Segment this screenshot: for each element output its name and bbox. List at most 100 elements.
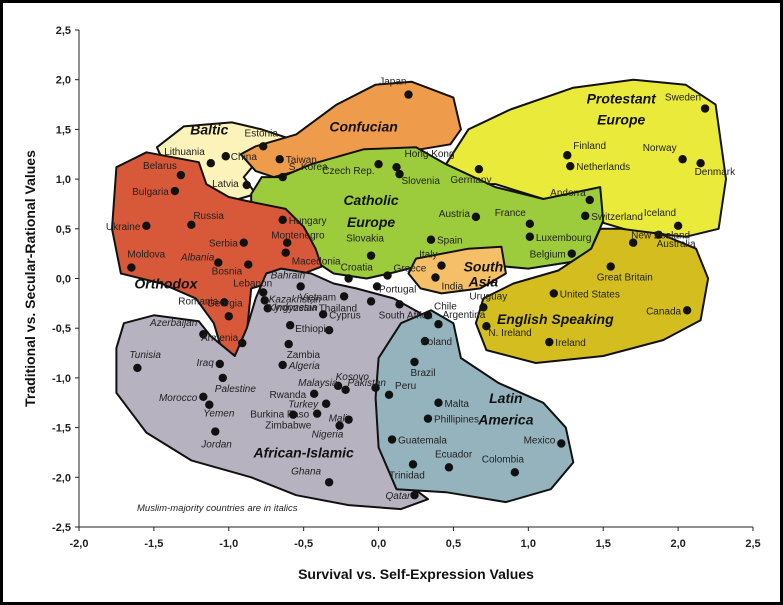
y-tick-label: 1,5 <box>56 124 71 136</box>
y-tick-label: -0,5 <box>52 323 71 335</box>
region-label-latin-america: Latin <box>489 390 522 406</box>
point-hong-kong <box>392 162 401 172</box>
region-label-protestant-europe: Europe <box>597 111 645 127</box>
label-austria: Austria <box>439 209 471 220</box>
point-vietnam <box>339 292 349 301</box>
label-ireland: Ireland <box>555 338 586 349</box>
point-germany <box>474 164 484 174</box>
label-japan: Japan <box>379 77 406 88</box>
label-georgia: Georgia <box>207 298 243 309</box>
point-pakistan <box>371 383 380 393</box>
region-layer <box>111 78 727 511</box>
label-jordan: Jordan <box>200 440 232 451</box>
point-lebanon <box>259 288 268 297</box>
point-yemen <box>205 400 214 409</box>
point-peru <box>384 390 394 399</box>
x-tick-label: -0,5 <box>294 538 313 550</box>
point-montenegro <box>282 238 292 247</box>
label-bosnia: Bosnia <box>212 267 243 278</box>
label-kazakhstan: Kazakhstan <box>269 294 322 305</box>
label-hungary: Hungary <box>289 216 327 227</box>
point-canada <box>682 306 692 315</box>
point-belgium <box>567 249 576 258</box>
label-ecuador: Ecuador <box>435 449 473 460</box>
label-new-zealand: New Zealand <box>631 231 690 242</box>
point-jordan <box>211 427 220 436</box>
point-tunisia <box>133 363 142 373</box>
label-canada: Canada <box>646 306 681 317</box>
point-andorra <box>585 195 594 205</box>
label-sweden: Sweden <box>665 93 701 104</box>
x-tick-label: -1,0 <box>219 538 238 550</box>
label-serbia: Serbia <box>209 239 238 250</box>
point-slovenia <box>395 169 404 179</box>
point-thailand <box>366 297 376 306</box>
point-russia <box>187 220 196 230</box>
label-india: India <box>441 282 463 293</box>
label-romania: Romania <box>178 296 218 307</box>
label-uruguay: Uruguay <box>469 291 507 302</box>
label-ghana: Ghana <box>291 466 321 477</box>
label-rwanda: Rwanda <box>269 390 306 401</box>
label-mexico: Mexico <box>524 436 556 447</box>
label-slovenia: Slovenia <box>402 176 441 187</box>
label-chile: Chile <box>434 301 457 312</box>
label-switzerland: Switzerland <box>591 212 643 223</box>
region-label-south-asia: Asia <box>468 273 499 289</box>
point-moldova <box>127 263 136 272</box>
y-tick-label: 2,0 <box>56 75 71 87</box>
label-moldova: Moldova <box>127 250 165 261</box>
label-belarus: Belarus <box>143 161 177 172</box>
region-label-african-islamic: African-Islamic <box>252 444 354 460</box>
label-montenegro: Montenegro <box>271 231 325 242</box>
label-nigeria: Nigeria <box>312 430 344 441</box>
point-trinidad <box>408 460 418 469</box>
point-malaysia <box>333 381 343 391</box>
point-switzerland <box>581 211 590 221</box>
label-kyrgyzstan: Kyrgyzstan <box>268 303 318 314</box>
point-norway <box>678 155 687 164</box>
label-colombia: Colombia <box>482 454 525 465</box>
point-great-britain <box>606 262 615 271</box>
label-south-africa: South Africa <box>379 310 433 321</box>
point-morocco <box>199 392 208 401</box>
point-taiwan <box>275 155 284 164</box>
point-rwanda <box>309 389 319 399</box>
y-tick-label: 2,5 <box>56 25 71 37</box>
point-kyrgyzstan <box>285 321 295 330</box>
y-tick-label: -2,0 <box>52 472 71 484</box>
point-india <box>431 273 440 282</box>
label-thailand: Thailand <box>319 303 357 314</box>
label-vietnam: Vietnam <box>300 292 337 303</box>
label-netherlands: Netherlands <box>576 162 630 173</box>
y-tick-label: -2,5 <box>52 522 71 534</box>
region-label-catholic-europe: Catholic <box>343 192 398 208</box>
point-japan <box>404 90 413 99</box>
label-phillipines: Phillipines <box>434 415 479 426</box>
point-sweden <box>700 104 710 113</box>
point-zimbabwe <box>288 410 298 419</box>
point-malta <box>434 398 443 407</box>
point-algeria <box>278 360 287 370</box>
point-brazil <box>410 357 419 367</box>
region-label-baltic: Baltic <box>190 121 228 137</box>
label-mali: Mali <box>329 414 348 425</box>
label-denmark: Denmark <box>695 167 737 178</box>
y-tick-label: -1,0 <box>52 373 71 385</box>
label-burkina-faso: Burkina Faso <box>250 410 309 421</box>
point-portugal <box>372 282 382 291</box>
label-croatia: Croatia <box>341 263 374 274</box>
x-tick-label: -1,5 <box>144 538 163 550</box>
point-ecuador <box>444 463 454 472</box>
point-iceland <box>673 221 683 231</box>
label-greece: Greece <box>394 264 427 275</box>
label-macedonia: Macedonia <box>292 257 341 268</box>
label-malaysia: Malaysia <box>298 378 338 389</box>
point-netherlands <box>566 161 575 171</box>
region-label-orthodox: Orthodox <box>134 275 198 291</box>
point-nigeria <box>335 421 344 430</box>
label-cyprus: Cyprus <box>329 310 361 321</box>
point-united-states <box>549 289 558 298</box>
